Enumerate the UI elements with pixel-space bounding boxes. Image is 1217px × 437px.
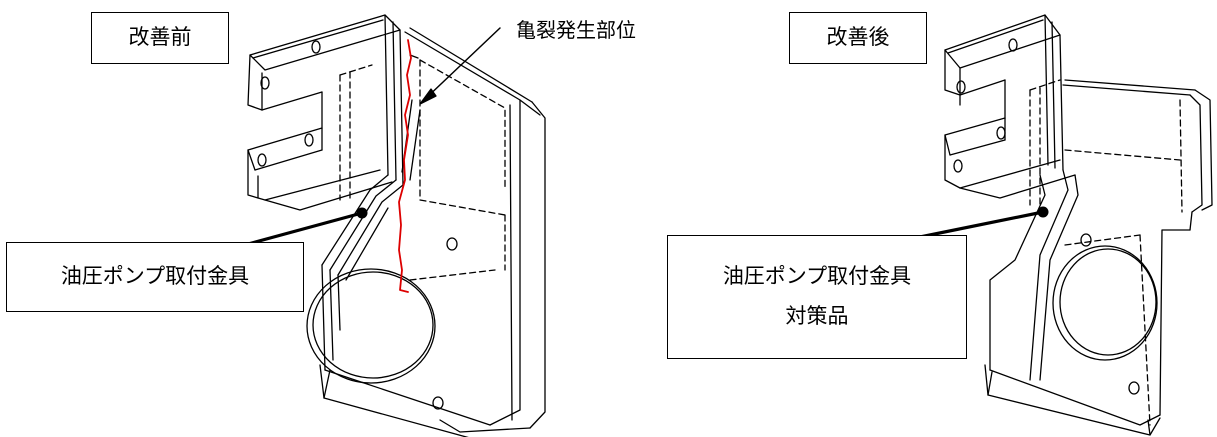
bolt-hole <box>257 153 267 167</box>
channel-before <box>247 14 404 211</box>
plate-before <box>306 27 546 437</box>
after-title-box: 改善後 <box>789 12 927 64</box>
after-part-label-line2: 対策品 <box>785 304 849 328</box>
pump-hole-inner <box>312 271 434 379</box>
crack-location-label: 亀裂発生部位 <box>516 18 636 42</box>
pump-hole-inner <box>1059 248 1157 356</box>
before-part-label-box: 油圧ポンプ取付金具 <box>6 242 304 312</box>
leader-dot-after <box>1037 206 1049 218</box>
bolt-hole <box>956 80 966 94</box>
bolt-hole <box>311 40 321 54</box>
bolt-hole <box>304 133 314 147</box>
bolt-hole <box>432 396 444 410</box>
bolt-hole <box>996 126 1006 140</box>
crack-arrowhead <box>419 88 437 105</box>
before-title-box: 改善前 <box>91 12 229 64</box>
before-part-label: 油圧ポンプ取付金具 <box>60 264 250 289</box>
part-leader-line-after <box>913 210 1045 240</box>
bolt-hole <box>1080 233 1092 247</box>
pump-hole <box>306 268 436 384</box>
bracket-before <box>246 14 546 437</box>
part-leader-line-before <box>246 211 364 246</box>
leader-dot-before <box>356 207 368 219</box>
pump-hole <box>1052 245 1158 361</box>
bolt-hole <box>953 159 963 173</box>
bolt-hole <box>260 76 270 90</box>
after-part-label-line1: 油圧ポンプ取付金具 <box>722 264 912 289</box>
bolt-hole <box>1008 38 1018 52</box>
bracket-after <box>913 14 1213 436</box>
after-part-label-box: 油圧ポンプ取付金具 対策品 <box>667 235 967 359</box>
after-title: 改善後 <box>826 25 890 50</box>
channel-after <box>944 14 1076 206</box>
crack-line <box>398 39 412 293</box>
before-title: 改善前 <box>128 25 192 50</box>
plate-after <box>984 79 1213 436</box>
bolt-hole <box>446 237 458 251</box>
bolt-hole <box>1128 381 1140 395</box>
crack-pointer-line <box>421 27 501 103</box>
